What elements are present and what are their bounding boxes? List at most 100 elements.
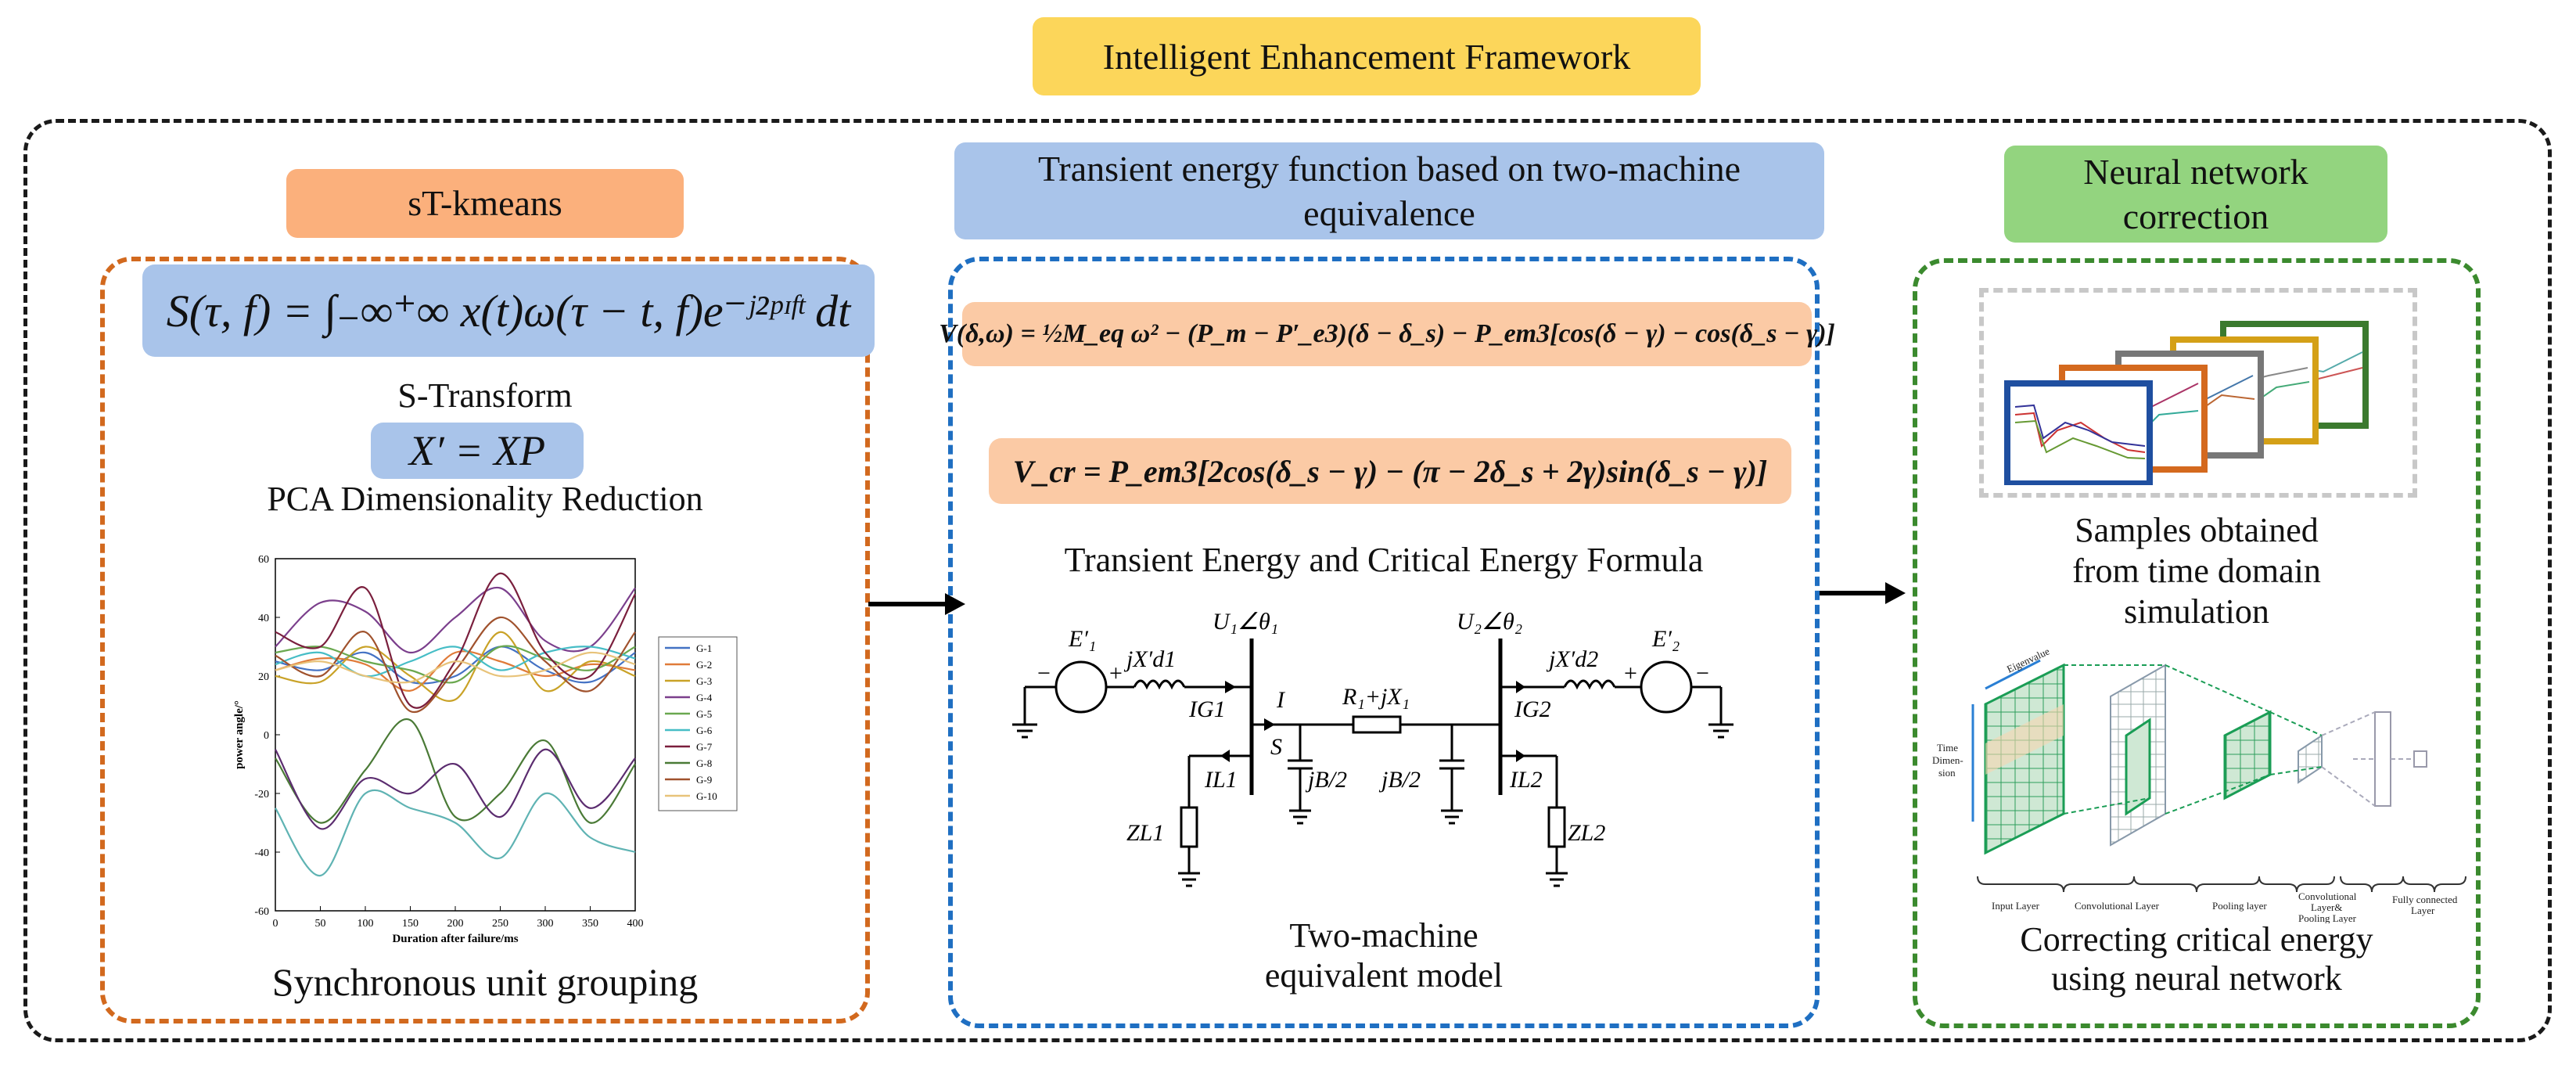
energy-header: Transient energy function based on two-m…	[954, 142, 1824, 239]
e2-minus: −	[1696, 660, 1709, 686]
x-tick-label: 250	[492, 918, 508, 930]
legend-entry: G-2	[696, 659, 712, 671]
x-tick-label: 0	[273, 918, 278, 930]
u2-label: U₂∠θ₂	[1457, 609, 1522, 635]
e2-label: E′₂	[1651, 626, 1680, 652]
legend-entry: G-9	[696, 774, 712, 786]
grouping-caption: Synchronous unit grouping	[271, 960, 699, 1004]
y-tick-label: 60	[258, 554, 269, 566]
nn-caption-line1: Correcting critical energy	[2020, 920, 2373, 959]
y-tick-label: -20	[254, 789, 269, 800]
samples-stack-icon	[2004, 321, 2369, 485]
s-transform-caption: S-Transform	[397, 376, 573, 415]
fc-label-1: Fully connected	[2392, 894, 2458, 905]
model-caption-line2: equivalent model	[1264, 956, 1504, 995]
il1-label: IL1	[1204, 767, 1238, 793]
critical-energy-formula: V_cr = P_em3[2cos(δ_s − γ) − (π − 2δ_s +…	[989, 438, 1791, 504]
e1-label: E′₁	[1068, 626, 1096, 652]
legend-entry: G-10	[696, 790, 717, 802]
series-line	[275, 646, 636, 678]
correction-header-line1: Neural network	[2083, 151, 2308, 192]
samples-caption-line2: from time domain	[2072, 552, 2321, 590]
legend-box	[658, 636, 738, 811]
samples-caption-line1: Samples obtained	[2075, 511, 2319, 549]
x-tick-label: 150	[402, 918, 419, 930]
model-caption-line1: Two-machine	[1289, 916, 1478, 955]
legend-entry: G-3	[696, 675, 712, 687]
correction-panel	[1913, 258, 2481, 1028]
x-tick-label: 100	[357, 918, 374, 930]
series-line	[275, 748, 636, 830]
clustering-header: sT-kmeans	[286, 169, 684, 238]
zl1-label: ZL1	[1126, 820, 1164, 846]
e1-minus: −	[1037, 660, 1051, 686]
ig1-label: IG1	[1188, 696, 1226, 722]
ig2-label: IG2	[1514, 696, 1551, 722]
pool-layer-label: Pooling layer	[2212, 900, 2267, 912]
time-dim-label-2: Dimen-	[1932, 754, 1963, 766]
energy-panel	[948, 257, 1820, 1028]
s-label: S	[1270, 734, 1282, 760]
legend-entry: G-4	[696, 692, 713, 703]
e1-plus: +	[1109, 660, 1123, 686]
r1-label: R₁+jX₁	[1342, 684, 1410, 710]
x-tick-label: 350	[582, 918, 598, 930]
legend-entry: G-5	[696, 708, 712, 720]
series-line	[275, 718, 636, 824]
il2-label: IL2	[1509, 767, 1543, 793]
y-axis-label: power angle/°	[233, 700, 246, 769]
series-line	[275, 616, 636, 714]
arrow-1-icon	[868, 593, 965, 615]
y-tick-label: -60	[254, 906, 269, 918]
x-tick-label: 200	[447, 918, 464, 930]
y-tick-label: 40	[258, 613, 269, 624]
model-caption: Two-machine equivalent model	[948, 916, 1820, 995]
time-dim-label-3: sion	[1938, 767, 1956, 779]
plot-area	[275, 558, 636, 912]
series-line	[275, 645, 636, 684]
samples-frame	[1979, 288, 2417, 498]
series-line	[275, 586, 636, 654]
input-layer-label: Input Layer	[1992, 900, 2040, 912]
correction-header: Neural network correction	[2004, 146, 2387, 243]
y-tick-label: 0	[264, 730, 269, 742]
series-line	[275, 651, 636, 684]
legend-entry: G-1	[696, 642, 712, 654]
s-transform-formula: S(τ, f) = ∫₋∞⁺∞ x(t)ω(τ − t, f)e⁻ʲ²ᵖᶦᶠᵗ …	[142, 264, 875, 357]
conv-layer-label: Convolutional Layer	[2075, 900, 2160, 912]
transient-energy-formula: V(δ,ω) = ½M_eq ω² − (P_m − P′_e3)(δ − δ_…	[939, 302, 1835, 366]
clustering-panel	[100, 257, 870, 1023]
jb-right-label: jB/2	[1378, 767, 1421, 793]
x-tick-label: 50	[315, 918, 326, 930]
correction-header-line2: correction	[2122, 196, 2269, 236]
conv-pool-label-1: Convolutional	[2298, 890, 2357, 902]
samples-caption-line3: simulation	[2124, 592, 2269, 631]
legend-entry: G-7	[696, 741, 713, 753]
y-tick-label: -40	[254, 847, 269, 859]
u1-label: U₁∠θ₁	[1213, 609, 1278, 635]
series-line	[275, 572, 636, 709]
conv-pool-label-3: Pooling Layer	[2298, 912, 2357, 923]
e2-plus: +	[1624, 660, 1637, 686]
time-dim-label-1: Time	[1937, 742, 1958, 754]
framework-title: Intelligent Enhancement Framework	[1033, 17, 1701, 95]
i-label: I	[1276, 687, 1286, 713]
x-tick-label: 400	[627, 918, 644, 930]
series-line	[275, 789, 636, 877]
fc-label-2: Layer	[2411, 905, 2435, 916]
cnn-diagram: Eigenvalue Time Dimen- sion Input Layer …	[1932, 645, 2466, 923]
legend-entry: G-6	[696, 725, 713, 736]
x-tick-label: 300	[537, 918, 554, 930]
samples-caption: Samples obtained from time domain simula…	[1913, 510, 2481, 632]
conv-pool-label-2: Layer&	[2311, 901, 2342, 913]
two-machine-circuit: E′₁ jX′d1 U₁∠θ₁ IG1 I S R₁+jX₁ jB/2 jB/2…	[1012, 609, 1734, 887]
nn-caption-line2: using neural network	[2051, 959, 2342, 998]
outer-frame	[23, 119, 2552, 1042]
zl2-label: ZL2	[1568, 820, 1605, 846]
jxd2-label: jX′d2	[1546, 646, 1598, 672]
pca-caption: PCA Dimensionality Reduction	[267, 480, 703, 518]
nn-caption: Correcting critical energy using neural …	[1913, 920, 2481, 998]
legend-entry: G-8	[696, 757, 712, 769]
arrow-2-icon	[1820, 582, 1906, 604]
